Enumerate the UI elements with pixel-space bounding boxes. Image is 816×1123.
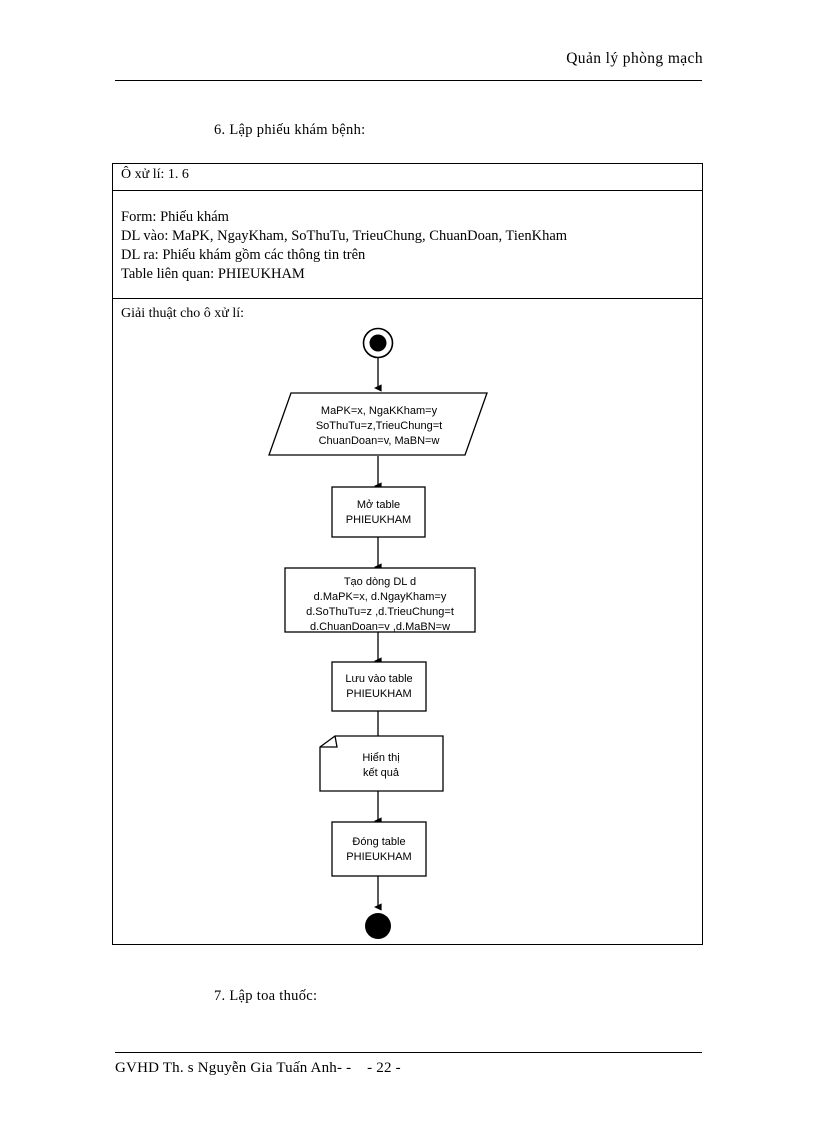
node-create-line-1: Tạo dòng DL d <box>344 576 416 588</box>
block-info-list: Form: Phiếu khám DL vào: MaPK, NgayKham,… <box>113 191 702 299</box>
node-display-result: Hiển thị kết quả <box>319 735 444 792</box>
node-initial <box>362 327 394 359</box>
info-line-tables: Table liên quan: PHIEUKHAM <box>121 266 305 282</box>
node-create-line-4: d.ChuanDoan=v ,d.MaBN=w <box>310 621 450 633</box>
process-spec-block: Ô xử lí: 1. 6 Form: Phiếu khám DL vào: M… <box>112 163 703 945</box>
node-final <box>365 913 391 939</box>
node-save-line-2: PHIEUKHAM <box>346 688 411 700</box>
node-input-line-2: SoThuTu=z,TrieuChung=t <box>316 420 442 432</box>
node-save-line-1: Lưu vào table <box>345 673 412 685</box>
algorithm-label: Giải thuật cho ô xử lí: <box>121 306 245 321</box>
node-close-line-2: PHIEUKHAM <box>346 851 411 863</box>
block-header-label: Ô xử lí: 1. 6 <box>113 164 702 191</box>
node-input-line-1: MaPK=x, NgaKKham=y <box>321 405 438 417</box>
node-input: MaPK=x, NgaKKham=y SoThuTu=z,TrieuChung=… <box>268 392 488 456</box>
node-display-line-2: kết quả <box>363 767 400 779</box>
node-create-line-3: d.SoThuTu=z ,d.TrieuChung=t <box>306 606 454 618</box>
node-display-line-1: Hiển thị <box>362 752 399 764</box>
node-close-table: Đóng table PHIEUKHAM <box>331 821 427 877</box>
node-save-table: Lưu vào table PHIEUKHAM <box>331 661 427 712</box>
node-close-line-1: Đóng table <box>352 836 405 848</box>
node-open-line-1: Mở table <box>357 499 400 511</box>
footer-divider <box>115 1052 702 1053</box>
running-header-title: Quản lý phòng mạch <box>566 50 703 67</box>
node-open-line-2: PHIEUKHAM <box>346 514 411 526</box>
node-create-line-2: d.MaPK=x, d.NgayKham=y <box>314 591 447 603</box>
info-line-form: Form: Phiếu khám <box>121 209 229 225</box>
node-create-row: Tạo dòng DL d d.MaPK=x, d.NgayKham=y d.S… <box>284 567 476 633</box>
next-section-heading: 7. Lập toa thuốc: <box>214 988 318 1004</box>
node-open-table: Mở table PHIEUKHAM <box>331 486 426 538</box>
info-line-input: DL vào: MaPK, NgayKham, SoThuTu, TrieuCh… <box>121 228 568 244</box>
header-divider <box>115 80 702 81</box>
node-input-line-3: ChuanDoan=v, MaBN=w <box>319 435 440 447</box>
footer-text: GVHD Th. s Nguyễn Gia Tuấn Anh- - - 22 - <box>115 1060 401 1076</box>
info-line-output: DL ra: Phiếu khám gồm các thông tin trên <box>121 247 366 263</box>
section-heading: 6. Lập phiếu khám bệnh: <box>214 122 366 138</box>
